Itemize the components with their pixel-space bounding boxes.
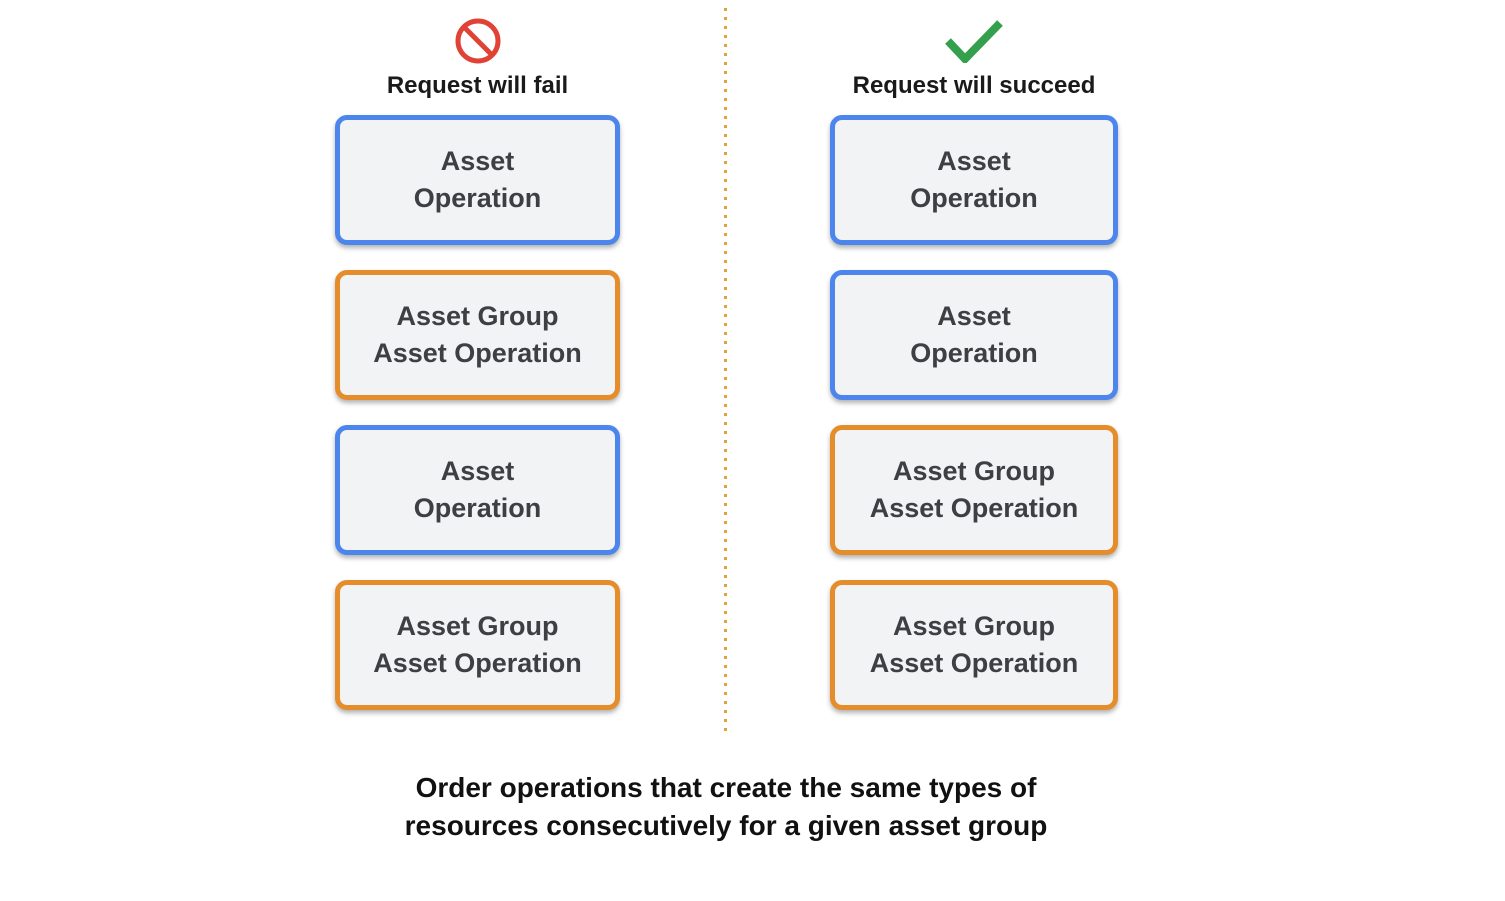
box-label: Asset Operation	[910, 146, 1038, 213]
dotted-divider	[724, 8, 727, 737]
box-asset-operation: Asset Operation	[335, 115, 620, 245]
box-label: Asset Operation	[413, 456, 542, 523]
box-label: Asset Operation	[910, 301, 1038, 368]
prohibition-slash	[461, 25, 494, 57]
succeed-icon-wrap	[945, 12, 1003, 70]
box-label: Asset Group Asset Operation	[869, 456, 1079, 523]
checkmark-icon	[945, 20, 1003, 63]
checkmark-stroke	[945, 20, 1003, 63]
prohibition-circle	[455, 18, 500, 64]
box-label: Asset Group Asset Operation	[373, 301, 582, 368]
box-label: Asset Group Asset Operation	[869, 611, 1079, 678]
fail-column: Request will fail Asset Operation Asset …	[335, 12, 620, 735]
box-label: Asset Operation	[413, 146, 542, 213]
box-asset-group-asset-operation: Asset Group Asset Operation	[830, 580, 1118, 710]
prohibition-icon	[455, 18, 500, 64]
box-asset-group-asset-operation: Asset Group Asset Operation	[830, 425, 1118, 555]
caption: Order operations that create the same ty…	[404, 772, 1048, 841]
succeed-column-title: Request will succeed	[852, 72, 1096, 99]
box-asset-group-asset-operation: Asset Group Asset Operation	[335, 270, 620, 400]
box-label: Asset Group Asset Operation	[373, 611, 582, 678]
fail-icon-wrap	[455, 12, 501, 70]
succeed-column: Request will succeed Asset Operation Ass…	[830, 12, 1118, 735]
box-asset-operation: Asset Operation	[830, 270, 1118, 400]
box-asset-group-asset-operation: Asset Group Asset Operation	[335, 580, 620, 710]
box-asset-operation: Asset Operation	[830, 115, 1118, 245]
fail-column-title: Request will fail	[386, 72, 569, 99]
box-asset-operation: Asset Operation	[335, 425, 620, 555]
